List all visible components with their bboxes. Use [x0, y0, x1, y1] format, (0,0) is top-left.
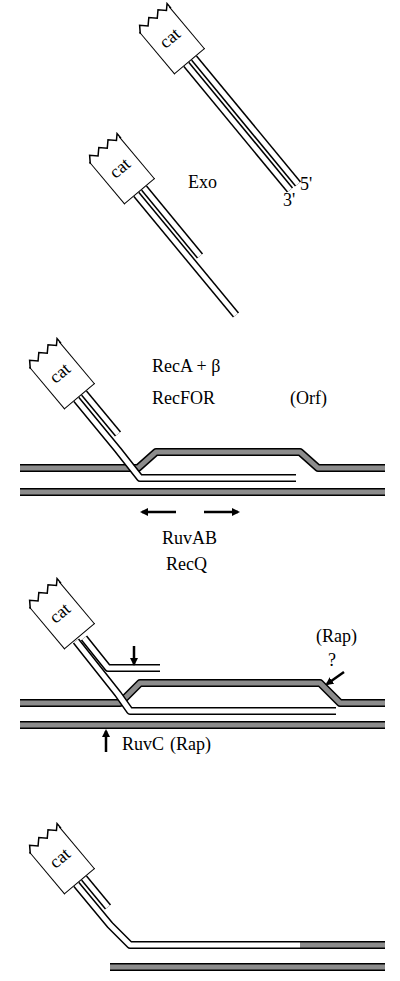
- gene-label: cat: [39, 352, 81, 392]
- protein-label: 5': [300, 174, 312, 194]
- gene-label: cat: [39, 592, 81, 632]
- protein-label: RecFOR: [152, 388, 215, 408]
- protein-label: Exo: [188, 172, 217, 192]
- d-loop: [20, 393, 385, 512]
- dna-end: [186, 58, 298, 190]
- protein-label: RecQ: [166, 554, 207, 574]
- protein-label: ?: [328, 650, 336, 670]
- recombinant-product: [76, 878, 385, 967]
- protein-label: (Rap): [316, 626, 357, 646]
- gene-label: cat: [39, 837, 81, 877]
- protein-label: 3': [283, 190, 295, 210]
- gene-label: cat: [99, 147, 141, 187]
- protein-label: RuvC: [122, 734, 164, 754]
- resected-end: [136, 188, 236, 315]
- protein-label: RecA + β: [152, 356, 220, 376]
- protein-label: (Rap): [170, 734, 211, 754]
- protein-label: (Orf): [290, 388, 327, 408]
- gene-label: cat: [149, 17, 191, 57]
- protein-label: RuvAB: [162, 528, 217, 548]
